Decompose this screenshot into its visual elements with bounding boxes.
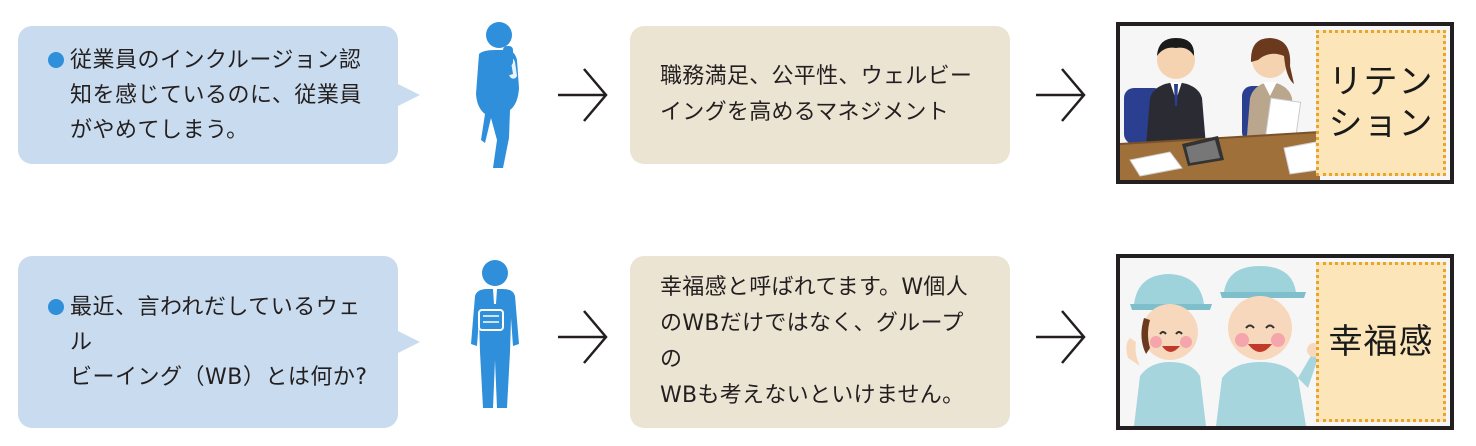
bullet-icon: [48, 298, 64, 315]
office-meeting-illustration: [1120, 26, 1320, 180]
question-text: 従業員のインクルージョン認 知を感じているのに、従業員 がやめてしまう。: [48, 43, 362, 148]
question-text: 最近、言われだしているウェル ビーイング（WB）とは何か?: [48, 290, 376, 395]
chevron-arrow-right-icon: [558, 68, 608, 122]
bullet-icon: [48, 51, 64, 68]
management-text: 職務満足、公平性、ウェルビー イングを高めるマネジメント: [660, 64, 973, 125]
chevron-arrow-right-icon: [1036, 68, 1086, 122]
retention-illustration: リテン ション: [1116, 22, 1454, 184]
happiness-text: 幸福感と呼ばれてます。W個人 のWBだけではなく、グループの WBも考えないとい…: [660, 275, 968, 408]
result-label-happiness: 幸福感: [1316, 262, 1446, 422]
management-box: 職務満足、公平性、ウェルビー イングを高めるマネジメント: [630, 26, 1010, 164]
row-retention: 従業員のインクルージョン認 知を感じているのに、従業員 がやめてしまう。 職務満…: [0, 16, 1476, 186]
thinking-person-icon: [476, 22, 519, 168]
happy-workers-illustration: [1120, 258, 1320, 426]
chevron-arrow-right-icon: [1036, 310, 1086, 364]
question-bubble-inclusion: 従業員のインクルージョン認 知を感じているのに、従業員 がやめてしまう。: [18, 26, 420, 164]
result-label-retention: リテン ション: [1316, 30, 1446, 176]
happiness-box: 幸福感と呼ばれてます。W個人 のWBだけではなく、グループの WBも考えないとい…: [630, 256, 1010, 428]
question-bubble-wellbeing: 最近、言われだしているウェル ビーイング（WB）とは何か?: [18, 256, 420, 428]
person-with-document-icon: [471, 260, 519, 408]
row-wellbeing: 最近、言われだしているウェル ビーイング（WB）とは何か? 幸福感と呼ばれてます…: [0, 248, 1476, 430]
happiness-illustration: 幸福感: [1116, 254, 1454, 430]
chevron-arrow-right-icon: [558, 310, 608, 364]
